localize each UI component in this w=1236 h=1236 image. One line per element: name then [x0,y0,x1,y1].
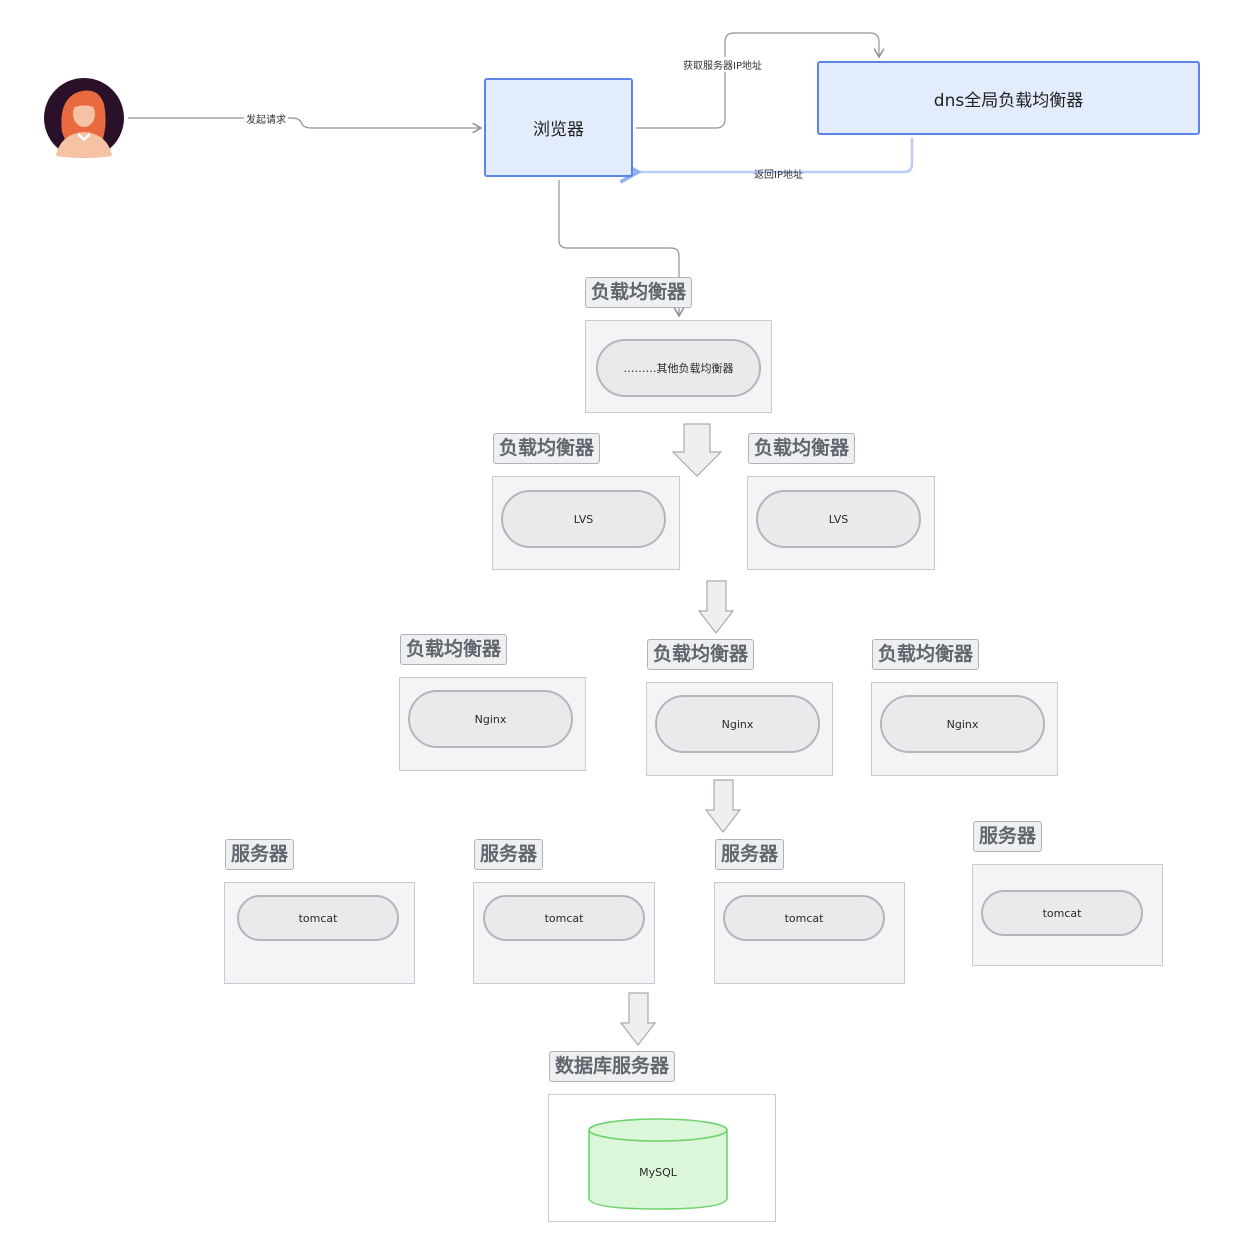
group-frame-lb-top: ………其他负载均衡器 [585,320,772,413]
group-frame-nginx-3: Nginx [871,682,1058,776]
group-label-db: 数据库服务器 [549,1051,676,1082]
group-label-server-3: 服务器 [715,839,785,870]
group-label-lvs-left: 负载均衡器 [493,433,601,464]
mysql-label[interactable]: MySQL [639,1165,677,1179]
group-label-server-2: 服务器 [474,839,544,870]
group-frame-server-4: tomcat [972,864,1163,966]
group-frame-server-1: tomcat [224,882,415,984]
other-lb-item[interactable]: ………其他负载均衡器 [596,339,761,397]
group-frame-server-2: tomcat [473,882,655,984]
edge-label-request: 发起请求 [244,111,288,126]
lvs-item-left[interactable]: LVS [501,490,666,548]
browser-node[interactable]: 浏览器 [484,78,633,177]
nginx-item-2[interactable]: Nginx [655,695,820,753]
group-frame-nginx-1: Nginx [399,677,586,771]
lvs-item-right[interactable]: LVS [756,490,921,548]
edge-request [128,117,483,134]
nginx-item-1[interactable]: Nginx [408,690,573,748]
group-frame-server-3: tomcat [714,882,905,984]
tomcat-item-2[interactable]: tomcat [483,895,645,941]
group-label-lvs-right: 负载均衡器 [748,433,856,464]
group-frame-nginx-2: Nginx [646,682,833,776]
dns-node[interactable]: dns全局负载均衡器 [817,61,1200,135]
person-avatar-icon [44,78,124,158]
down-arrow-icon [619,423,742,1046]
tomcat-item-4[interactable]: tomcat [981,890,1143,936]
edge-label-return-ip: 返回IP地址 [754,170,803,181]
group-label-nginx-1: 负载均衡器 [400,634,508,665]
group-frame-lvs-left: LVS [492,476,680,570]
tomcat-item-1[interactable]: tomcat [237,895,399,941]
group-label-lb-top: 负载均衡器 [585,277,693,308]
edge-to-lb [558,180,685,318]
edge-get-ip [636,32,885,129]
group-frame-db [548,1094,776,1222]
nginx-item-3[interactable]: Nginx [880,695,1045,753]
edge-label-get-ip: 获取服务器IP地址 [681,57,764,72]
edge-return-ip [619,138,914,184]
database-cylinder-icon [588,1118,728,1210]
tomcat-item-3[interactable]: tomcat [723,895,885,941]
group-label-server-1: 服务器 [225,839,295,870]
group-label-server-4: 服务器 [973,821,1043,852]
group-label-nginx-3: 负载均衡器 [872,639,980,670]
group-frame-lvs-right: LVS [747,476,935,570]
group-label-nginx-2: 负载均衡器 [647,639,755,670]
